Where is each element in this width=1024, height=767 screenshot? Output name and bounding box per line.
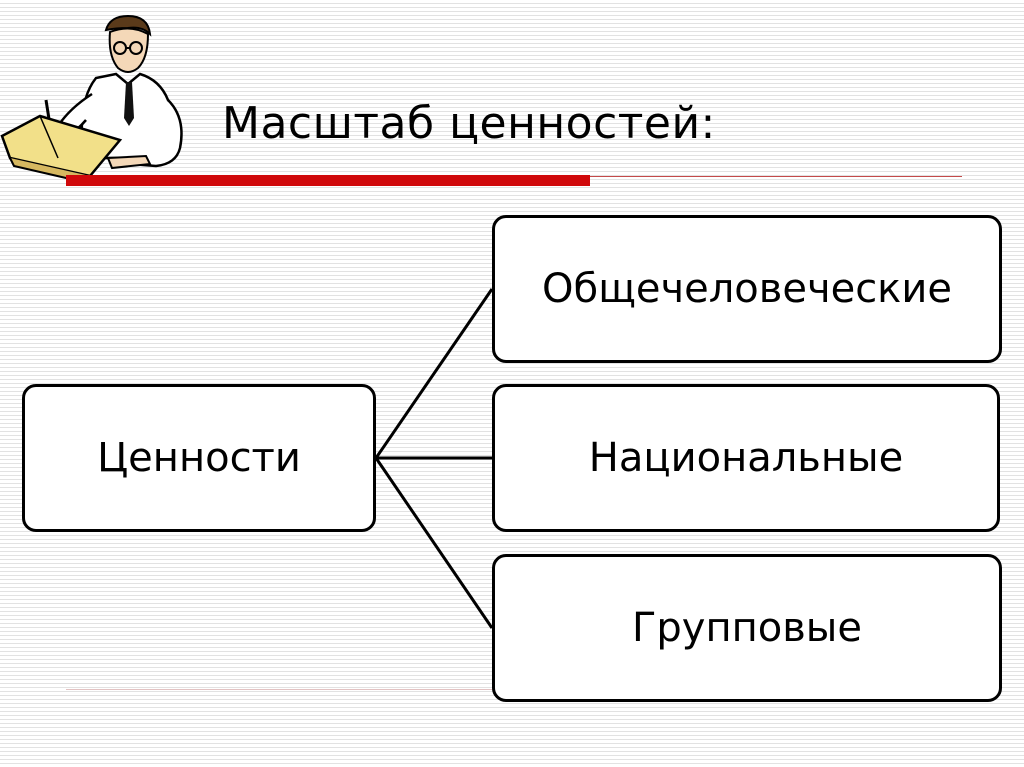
branch-node-national: Национальные: [492, 384, 1000, 532]
connector-to-branch-1: [374, 288, 494, 459]
title-underline-accent: [66, 175, 590, 186]
root-node-values: Ценности: [22, 384, 376, 532]
slide-title: Масштаб ценностей:: [222, 98, 716, 149]
branch-node-group: Групповые: [492, 554, 1002, 702]
connector-to-branch-3: [374, 457, 494, 629]
branch-node-universal: Общечеловеческие: [492, 215, 1002, 363]
scholar-writing-icon: [0, 14, 183, 186]
